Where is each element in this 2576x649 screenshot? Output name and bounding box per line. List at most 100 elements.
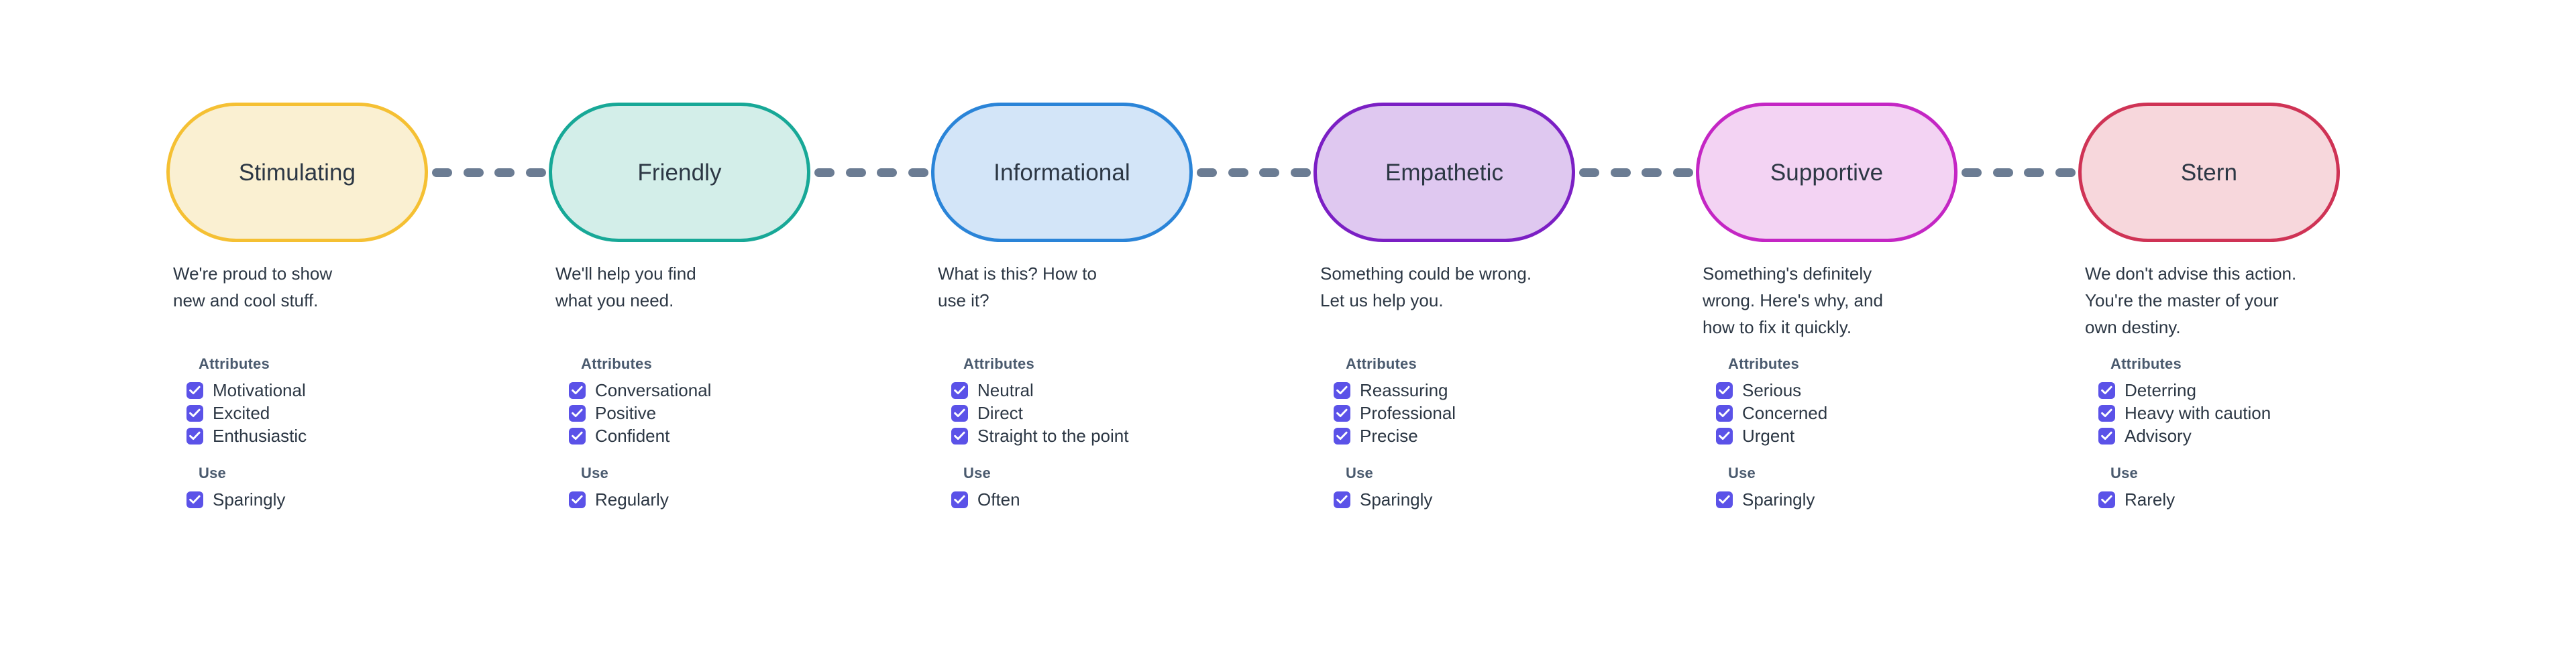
checkbox-checked-icon[interactable] — [186, 381, 203, 399]
attribute-label: Reassuring — [1360, 380, 1448, 400]
attribute-checkbox-row[interactable]: Professional — [1334, 402, 1661, 424]
connector-dash — [2024, 168, 2045, 177]
tone-pill-label: Informational — [994, 159, 1130, 186]
connector-dash — [1290, 168, 1311, 177]
checkbox-checked-icon[interactable] — [2098, 381, 2115, 399]
attribute-checkbox-row[interactable]: Straight to the point — [951, 424, 1279, 447]
use-checkbox-row[interactable]: Rarely — [2098, 488, 2426, 511]
checkbox-checked-icon[interactable] — [1716, 491, 1733, 508]
checkbox-checked-icon[interactable] — [569, 381, 586, 399]
attribute-checkbox-row[interactable]: Enthusiastic — [186, 424, 514, 447]
use-label: Sparingly — [1360, 489, 1433, 510]
connector-dash — [1579, 168, 1599, 177]
checkbox-checked-icon[interactable] — [951, 491, 968, 508]
use-checkbox-row[interactable]: Sparingly — [1716, 488, 2043, 511]
attribute-label: Positive — [595, 403, 657, 423]
connector-dash — [1962, 168, 1982, 177]
tone-pill-row: Friendly — [543, 103, 928, 242]
tone-description: What is this? How to use it? — [938, 263, 1097, 310]
dashed-connector — [1962, 167, 2076, 178]
attribute-label: Heavy with caution — [2125, 403, 2271, 423]
checkbox-checked-icon[interactable] — [569, 404, 586, 422]
attribute-checkbox-row[interactable]: Deterring — [2098, 379, 2426, 402]
tone-pill[interactable]: Friendly — [549, 103, 810, 242]
attribute-checkbox-row[interactable]: Positive — [569, 402, 896, 424]
attribute-checkbox-row[interactable]: Heavy with caution — [2098, 402, 2426, 424]
checkbox-checked-icon[interactable] — [1334, 404, 1350, 422]
attribute-checkbox-row[interactable]: Precise — [1334, 424, 1661, 447]
use-checkbox-row[interactable]: Sparingly — [1334, 488, 1661, 511]
use-group-title: Use — [581, 465, 608, 481]
attribute-checkbox-row[interactable]: Conversational — [569, 379, 896, 402]
connector-dash — [1197, 168, 1217, 177]
attribute-label: Excited — [213, 403, 270, 423]
checkbox-checked-icon[interactable] — [951, 381, 968, 399]
attribute-checkbox-row[interactable]: Excited — [186, 402, 514, 424]
connector-dash — [1228, 168, 1248, 177]
checkbox-checked-icon[interactable] — [1716, 404, 1733, 422]
tone-pill[interactable]: Empathetic — [1313, 103, 1575, 242]
attribute-label: Serious — [1742, 380, 1802, 400]
dashed-connector — [432, 167, 546, 178]
checkbox-checked-icon[interactable] — [1716, 381, 1733, 399]
checkbox-checked-icon[interactable] — [951, 427, 968, 445]
tone-description: Something could be wrong. Let us help yo… — [1320, 263, 1532, 310]
use-checkbox-row[interactable]: Regularly — [569, 488, 896, 511]
checkbox-checked-icon[interactable] — [1716, 427, 1733, 445]
attribute-label: Urgent — [1742, 426, 1795, 446]
dashed-connector — [814, 167, 928, 178]
connector-dash — [1642, 168, 1662, 177]
tone-pill[interactable]: Stimulating — [166, 103, 428, 242]
checkbox-checked-icon[interactable] — [569, 491, 586, 508]
attribute-label: Precise — [1360, 426, 1418, 446]
checkbox-checked-icon[interactable] — [2098, 427, 2115, 445]
attribute-label: Advisory — [2125, 426, 2192, 446]
tone-pill[interactable]: Informational — [931, 103, 1193, 242]
checkbox-checked-icon[interactable] — [951, 404, 968, 422]
checkbox-checked-icon[interactable] — [2098, 491, 2115, 508]
use-checkbox-row[interactable]: Often — [951, 488, 1279, 511]
attribute-label: Neutral — [977, 380, 1034, 400]
connector-dash — [1992, 168, 2013, 177]
checkbox-checked-icon[interactable] — [186, 491, 203, 508]
attribute-checkbox-row[interactable]: Serious — [1716, 379, 2043, 402]
tone-pill-label: Stimulating — [238, 159, 356, 186]
checkbox-checked-icon[interactable] — [186, 404, 203, 422]
checkbox-checked-icon[interactable] — [186, 427, 203, 445]
tone-pill[interactable]: Supportive — [1696, 103, 1957, 242]
attribute-checkbox-row[interactable]: Reassuring — [1334, 379, 1661, 402]
tone-pill-label: Supportive — [1770, 159, 1884, 186]
tone-description: We'll help you find what you need. — [555, 263, 696, 310]
use-group-title: Use — [1728, 465, 1756, 481]
attribute-checkbox-row[interactable]: Neutral — [951, 379, 1279, 402]
checkbox-checked-icon[interactable] — [1334, 427, 1350, 445]
attribute-checkbox-row[interactable]: Urgent — [1716, 424, 2043, 447]
checkbox-checked-icon[interactable] — [1334, 381, 1350, 399]
attribute-checkbox-row[interactable]: Direct — [951, 402, 1279, 424]
use-label: Sparingly — [1742, 489, 1815, 510]
connector-dash — [463, 168, 484, 177]
use-checkbox-row[interactable]: Sparingly — [186, 488, 514, 511]
attribute-checkbox-row[interactable]: Concerned — [1716, 402, 2043, 424]
checkbox-checked-icon[interactable] — [2098, 404, 2115, 422]
checkbox-checked-icon[interactable] — [1334, 491, 1350, 508]
attribute-checkbox-row[interactable]: Confident — [569, 424, 896, 447]
tone-pill-row: Supportive — [1690, 103, 2076, 242]
tone-pill[interactable]: Stern — [2078, 103, 2340, 242]
use-group-title: Use — [199, 465, 226, 481]
attribute-checkbox-row[interactable]: Motivational — [186, 379, 514, 402]
attribute-checkbox-row[interactable]: Advisory — [2098, 424, 2426, 447]
checkbox-checked-icon[interactable] — [569, 427, 586, 445]
